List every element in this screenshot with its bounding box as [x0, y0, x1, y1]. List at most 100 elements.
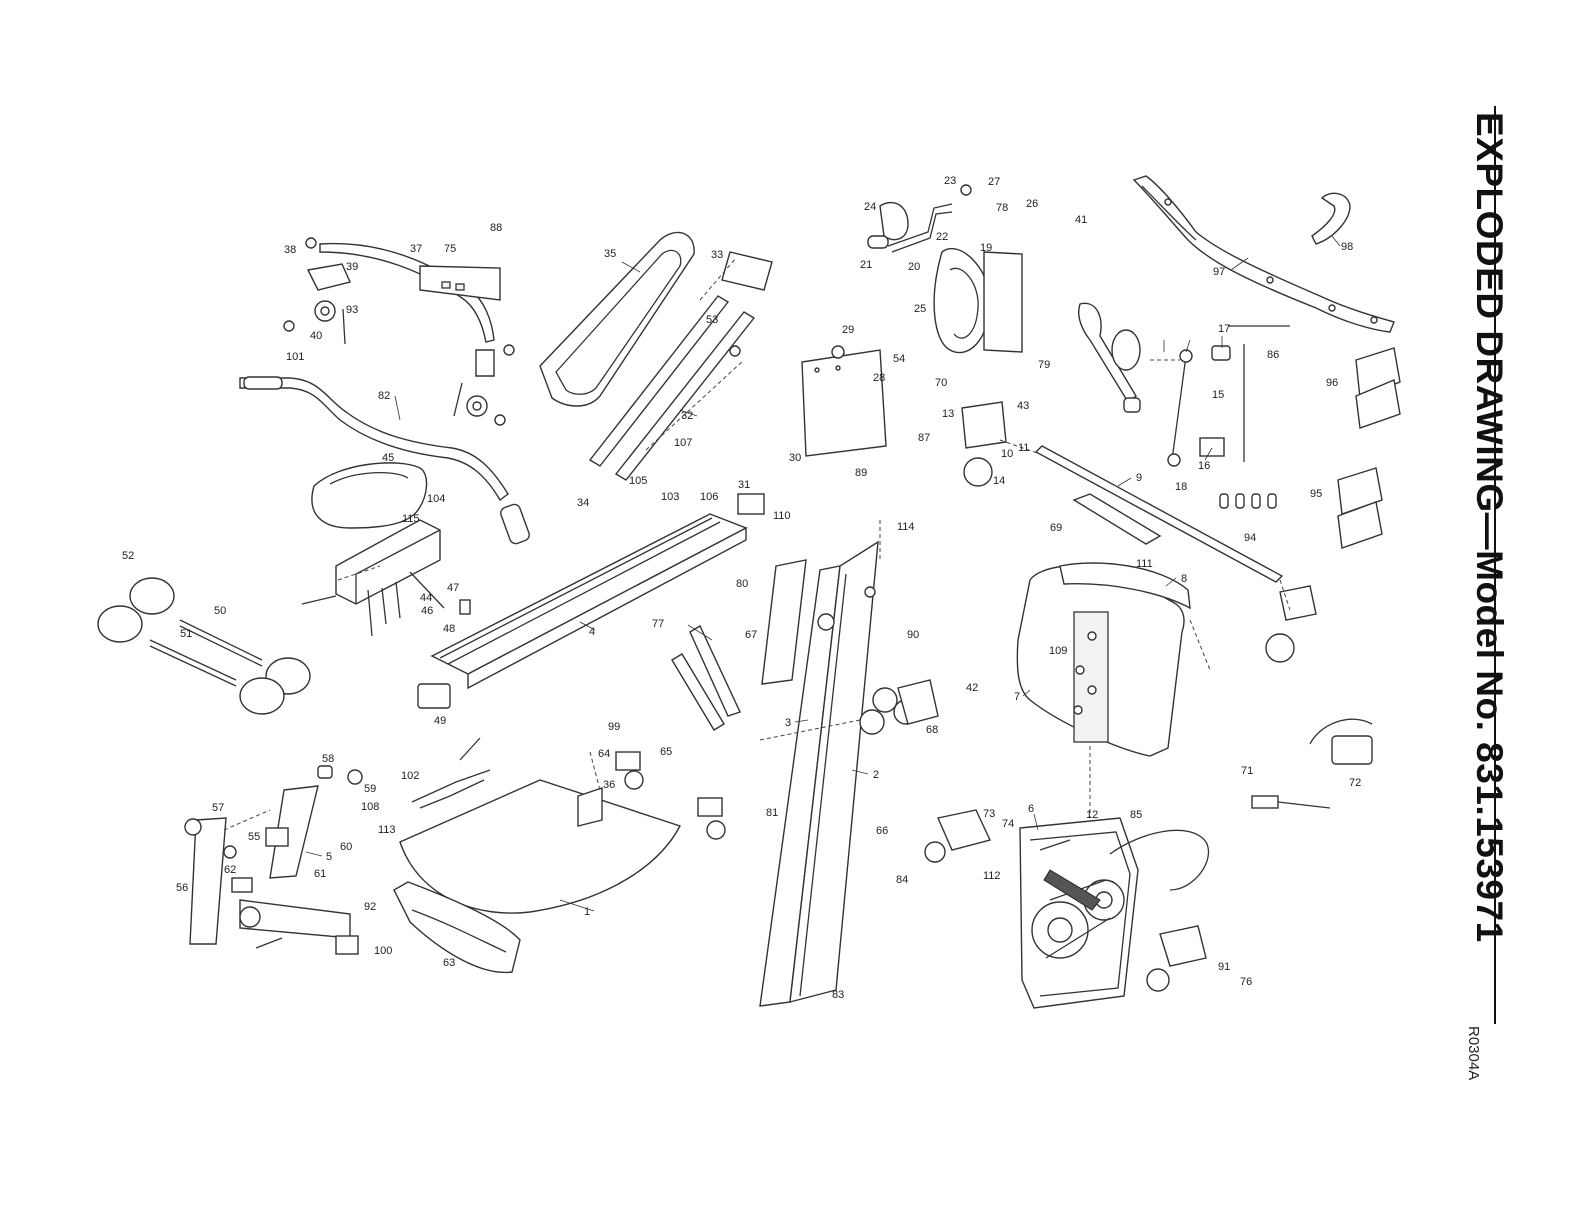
callout-label: 76	[1240, 976, 1252, 988]
arm-bar-assembly	[283, 237, 515, 426]
callout-label: 1	[584, 906, 590, 918]
callout-label: 30	[789, 452, 801, 464]
callout-label: 36	[603, 779, 615, 791]
callout-label: 6	[1028, 803, 1034, 815]
callout-label: 97	[1213, 266, 1225, 278]
callout-labels: 1 2 3 4 5 6 7 8 9 10 11 12 13 14 15 16 1…	[122, 175, 1361, 1001]
callout-label: 96	[1326, 377, 1338, 389]
callout-label: 74	[1002, 818, 1014, 830]
callout-label: 15	[1212, 389, 1224, 401]
callout-label: 14	[993, 475, 1005, 487]
seat-rail	[417, 493, 765, 709]
callout-label: 61	[314, 868, 326, 880]
callout-label: 111	[1136, 558, 1153, 570]
callout-label: 50	[214, 605, 226, 617]
callout-label: 98	[1341, 241, 1353, 253]
callout-label: 83	[832, 989, 844, 1001]
leader-lines	[305, 235, 1341, 912]
callout-label: 26	[1026, 198, 1038, 210]
callout-label: 71	[1241, 765, 1253, 777]
callout-label: 20	[908, 261, 920, 273]
callout-label: 54	[893, 353, 905, 365]
seat-cushion	[311, 462, 428, 529]
front-leg-assembly	[184, 765, 363, 955]
callout-label: 88	[490, 222, 502, 234]
callout-label: 105	[629, 475, 647, 487]
backrest-assembly	[539, 231, 773, 481]
clip-set	[1219, 493, 1277, 509]
callout-label: 94	[1244, 532, 1256, 544]
callout-label: 59	[364, 783, 376, 795]
callout-label: 57	[212, 802, 224, 814]
callout-label: 11	[1018, 442, 1029, 454]
callout-label: 58	[322, 753, 334, 765]
ankle-strap	[1311, 192, 1351, 245]
callout-label: 70	[935, 377, 947, 389]
callout-label: 19	[980, 242, 992, 254]
callout-label: 87	[918, 432, 930, 444]
callout-label: 22	[936, 231, 948, 243]
drawing-code: R0304A	[1465, 1026, 1482, 1081]
callout-label: 103	[661, 491, 679, 503]
callout-label: 51	[180, 628, 192, 640]
callout-label: 23	[944, 175, 956, 187]
callout-label: 13	[942, 408, 954, 420]
callout-label: 110	[773, 510, 791, 522]
callout-label: 40	[310, 330, 322, 342]
callout-label: 64	[598, 748, 610, 760]
callout-label: 12	[1086, 809, 1098, 821]
cable-pulley-arms	[671, 624, 741, 731]
title-rule	[1494, 106, 1496, 1024]
callout-label: 38	[284, 244, 296, 256]
callout-label: 2	[873, 769, 879, 781]
callout-label: 81	[766, 807, 778, 819]
callout-label: 42	[966, 682, 978, 694]
callout-label: 47	[447, 582, 459, 594]
leg-roller-assembly	[97, 577, 311, 715]
callout-label: 106	[700, 491, 718, 503]
callout-label: 9	[1136, 472, 1142, 484]
callout-label: 46	[421, 605, 433, 617]
lat-bar	[1132, 175, 1395, 333]
callout-label: 78	[996, 202, 1008, 214]
callout-label: 31	[738, 479, 750, 491]
callout-label: 53	[706, 314, 718, 326]
callout-label: 84	[896, 874, 908, 886]
callout-label: 68	[926, 724, 938, 736]
callout-label: 39	[346, 261, 358, 273]
resistance-shroud	[1016, 562, 1191, 757]
handle-grips	[1337, 347, 1401, 549]
callout-label: 24	[864, 201, 876, 213]
pulley-covers	[924, 809, 1207, 992]
callout-label: 60	[340, 841, 352, 853]
callout-label: 55	[248, 831, 260, 843]
callout-label: 17	[1218, 323, 1230, 335]
callout-label: 75	[444, 243, 456, 255]
callout-label: 27	[988, 176, 1000, 188]
callout-label: 92	[364, 901, 376, 913]
cable-set	[411, 737, 491, 809]
callout-label: 82	[378, 390, 390, 402]
callout-label: 28	[873, 372, 885, 384]
callout-label: 86	[1267, 349, 1279, 361]
callout-label: 66	[876, 825, 888, 837]
callout-label: 4	[589, 626, 595, 638]
callout-label: 56	[176, 882, 188, 894]
callout-label: 37	[410, 243, 422, 255]
callout-label: 89	[855, 467, 867, 479]
callout-label: 48	[443, 623, 455, 635]
callout-label: 73	[983, 808, 995, 820]
callout-label: 62	[224, 864, 236, 876]
upright-frame	[759, 540, 879, 1007]
callout-label: 93	[346, 304, 358, 316]
callout-label: 80	[736, 578, 748, 590]
callout-label: 65	[660, 746, 672, 758]
callout-label: 113	[378, 824, 396, 836]
callout-label: 95	[1310, 488, 1322, 500]
seat-carriage	[301, 519, 471, 637]
callout-label: 29	[842, 324, 854, 336]
callout-label: 45	[382, 452, 394, 464]
drawing-title: EXPLODED DRAWING—Model No. 831.153971	[1469, 112, 1510, 943]
callout-label: 102	[401, 770, 419, 782]
right-motor-housing	[1265, 585, 1317, 663]
